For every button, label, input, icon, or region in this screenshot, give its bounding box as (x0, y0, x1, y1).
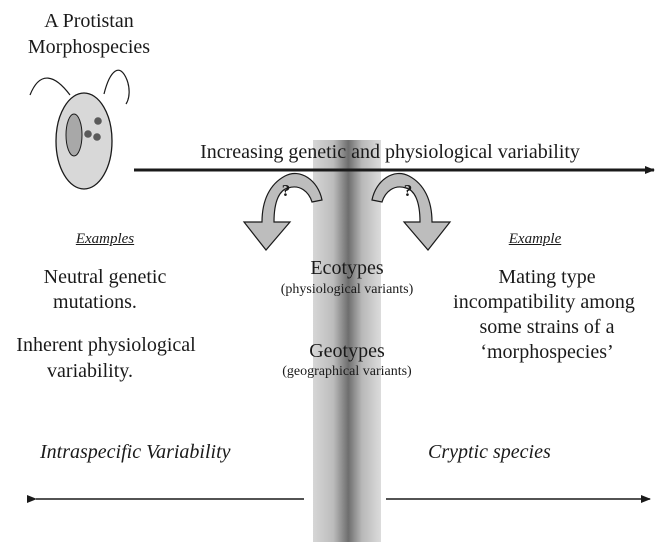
cryptic-species-label: Cryptic species (428, 441, 551, 464)
organism-title-line1: A Protistan (24, 10, 154, 33)
right-heading: Example (485, 231, 585, 248)
question-mark-left: ? (276, 181, 296, 201)
geotypes-sublabel: (geographical variants) (262, 364, 432, 380)
left-heading: Examples (55, 231, 155, 248)
axis-label: Increasing genetic and physiological var… (160, 141, 620, 164)
geotypes-label: Geotypes (267, 340, 427, 363)
ecotypes-sublabel: (physiological variants) (262, 282, 432, 298)
right-line2: incompatibility among (434, 291, 654, 314)
question-mark-right: ? (398, 181, 418, 201)
organism-title-line2: Morphospecies (19, 36, 159, 59)
intraspecific-label: Intraspecific Variability (40, 441, 231, 464)
left-item2-line1: Inherent physiological (0, 334, 212, 357)
ecotypes-label: Ecotypes (267, 257, 427, 280)
protist-cell-icon (30, 70, 129, 189)
right-line3: some strains of a (440, 316, 654, 339)
right-line1: Mating type (440, 266, 654, 289)
left-item1-line2: mutations. (10, 291, 180, 314)
right-line4: ‘morphospecies’ (440, 341, 654, 364)
left-item2-line2: variability. (0, 360, 180, 383)
left-item1-line1: Neutral genetic (10, 266, 200, 289)
